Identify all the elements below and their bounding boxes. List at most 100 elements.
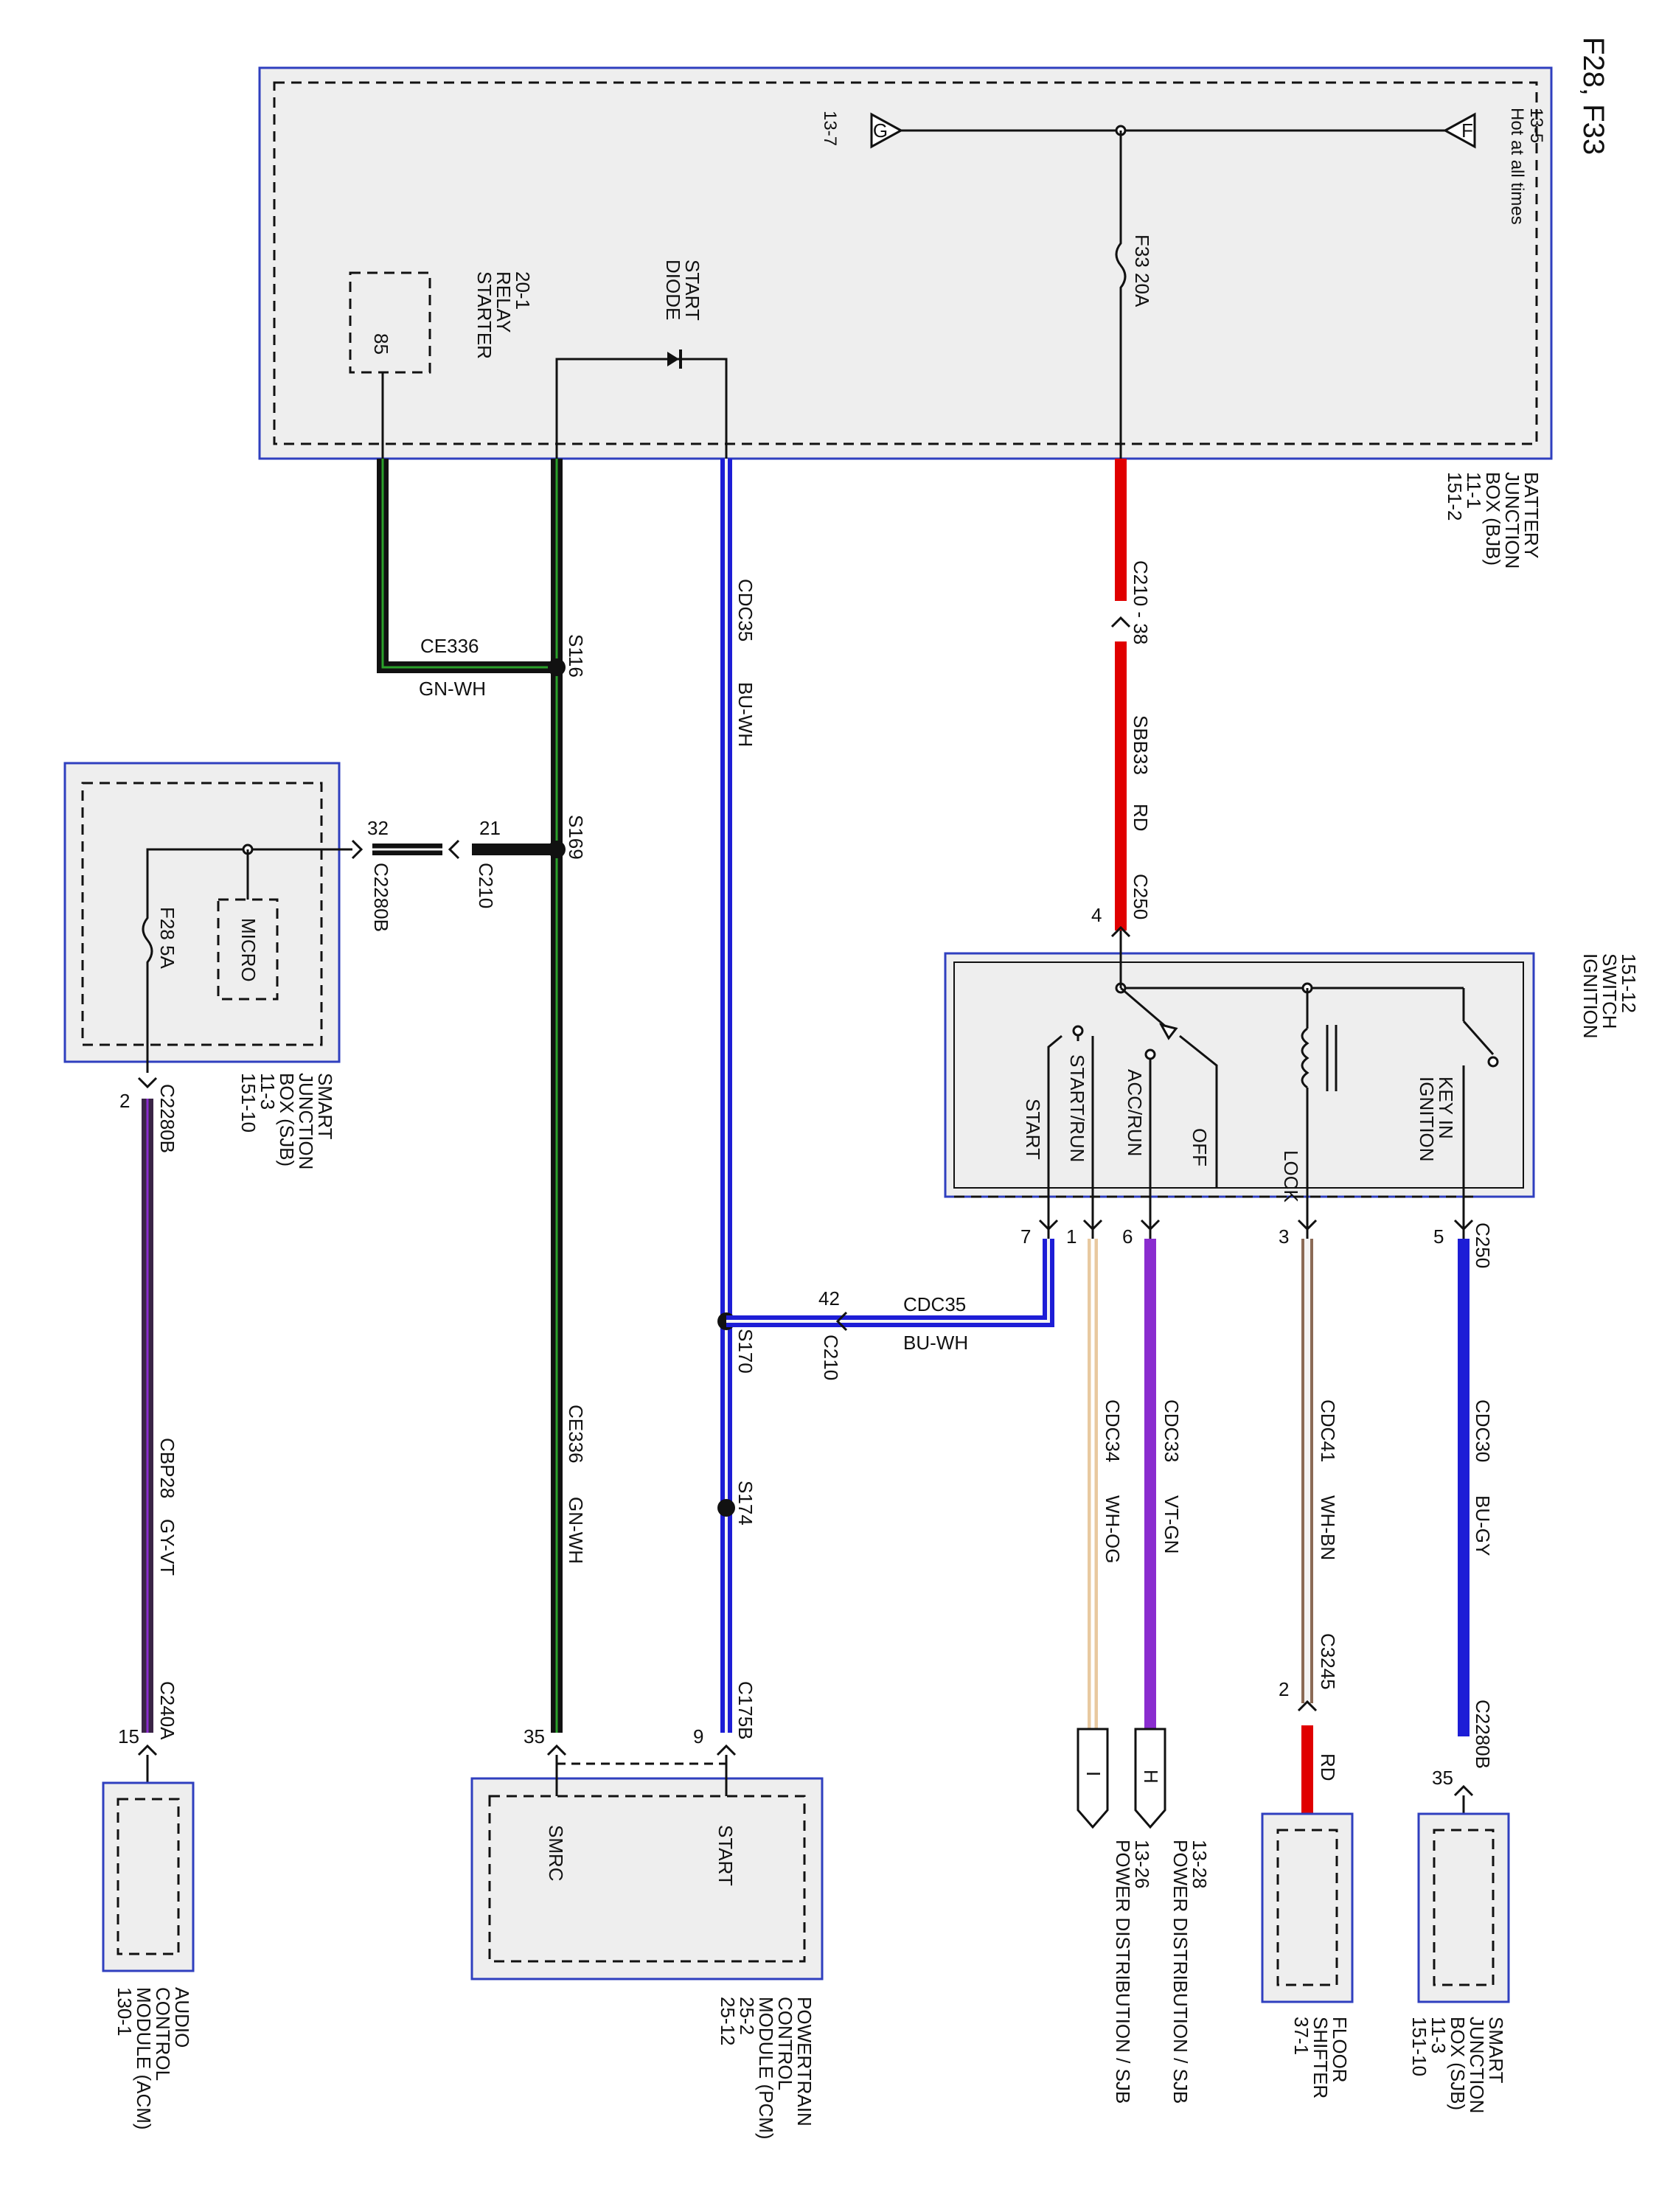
lock-solenoid-icon	[1301, 1027, 1310, 1089]
pd-i-label-1: POWER DISTRIBUTION / SJB	[1112, 1840, 1134, 2104]
connector-c210-38-icon	[1110, 616, 1131, 628]
ignition-switch-label-3: 151-12	[1618, 953, 1640, 1013]
svg-text:POWER DISTRIBUTION / SJB 1: POWER DISTRIBUTION / SJB 13-28	[1169, 1840, 1211, 2109]
sjb-left-label-1: SMART	[314, 1073, 336, 1140]
wire-sbb33-color: RD	[1130, 804, 1152, 832]
pin-2-c3245: 2	[1279, 1678, 1289, 1700]
sjb-left-label-4: 11-3	[257, 1073, 279, 1110]
pin-2-sjb: 2	[119, 1090, 130, 1112]
connector-c2280b-down-icon	[137, 1077, 158, 1089]
fuse-f33-icon	[1115, 131, 1127, 459]
ref-13-7: 13-7	[820, 111, 840, 146]
connector-c250-pin5: C250	[1472, 1222, 1494, 1268]
wire-cdc35-color: BU-WH	[734, 682, 757, 747]
start-diode-label-2: DIODE	[662, 260, 684, 320]
fuse-f33-label: F33 20A	[1131, 234, 1153, 307]
connector-c2280b-down: C2280B	[156, 1084, 178, 1153]
pd-i-label-2: 13-26	[1131, 1840, 1153, 1889]
svg-text:STARTER RELAY 20-1: STARTER RELAY 20-1	[473, 271, 534, 364]
acc-run-label: ACC/RUN	[1124, 1069, 1146, 1156]
start-diode-icon	[667, 352, 679, 366]
pcm-pin-start: START	[714, 1825, 737, 1886]
connector-c3245-icon	[1297, 1700, 1318, 1712]
connector-c210-42-icon	[835, 1311, 848, 1332]
splice-s174-icon	[717, 1499, 735, 1517]
pd-h-label-1: POWER DISTRIBUTION / SJB	[1169, 1840, 1192, 2104]
connector-c210-38: C210 - 38	[1130, 560, 1152, 644]
pin-15: 15	[118, 1725, 139, 1747]
floor-shifter-label-1: FLOOR	[1329, 2017, 1351, 2083]
pin-35-pcm: 35	[524, 1725, 545, 1747]
wire-cdc41-color: WH-BN	[1317, 1495, 1339, 1560]
svg-text:Hot at all times 13-5: Hot at all times 13-5	[1507, 108, 1546, 229]
battery-junction-box: BATTERY JUNCTION BOX (BJB) 11-1 151-2	[258, 66, 1553, 574]
powertrain-control-module: POWERTRAIN CONTROL MODULE (PCM) 25-2 25-…	[470, 1777, 824, 2145]
wire-sbb33-circuit: SBB33	[1130, 715, 1152, 775]
wire-cdc35-h-circuit: CDC35	[903, 1293, 966, 1315]
wire-cdc34-circuit: CDC34	[1102, 1399, 1124, 1462]
flag-g-letter: G	[873, 119, 888, 142]
bjb-label-5: 151-2	[1444, 472, 1466, 521]
connector-c250-top: C250	[1130, 874, 1152, 919]
pin-3-connector-icon	[1297, 1219, 1318, 1231]
starter-relay-box	[349, 271, 431, 374]
connector-c210-21: C210	[475, 863, 497, 908]
pin-1: 1	[1066, 1225, 1077, 1248]
bjb-label-4: 11-1	[1463, 472, 1485, 509]
sjb-bottom-label-1: SMART	[1485, 2017, 1507, 2084]
svg-text:SMART JUNCTION BOX: SMART JUNCTION BOX (SJB) 11-3 151-10	[1408, 2017, 1507, 2119]
pcm-label-1: POWERTRAIN	[793, 1997, 815, 2126]
pcm-label-3: MODULE (PCM)	[755, 1997, 777, 2140]
pcm-label-5: 25-12	[717, 1997, 739, 2046]
pin-21: 21	[479, 817, 501, 839]
svg-text:POWER DISTRIBUTION / SJB 1: POWER DISTRIBUTION / SJB 13-26	[1112, 1840, 1153, 2109]
start-diode-circuit	[555, 358, 728, 459]
connector-c2280b-left: C2280B	[370, 863, 392, 932]
wire-cbp28-color: GY-VT	[156, 1519, 178, 1576]
start-diode-label-1: START	[681, 260, 703, 321]
sjb-left-label-2: JUNCTION	[295, 1073, 317, 1169]
flag-g-icon	[870, 112, 904, 149]
pin-35-pcm-connector-icon	[546, 1744, 567, 1756]
wire-ce336-circuit: CE336	[565, 1405, 587, 1464]
wire-cdc33-circuit: CDC33	[1161, 1399, 1183, 1462]
pin-3: 3	[1279, 1225, 1289, 1248]
pin-6: 6	[1122, 1225, 1133, 1248]
pin-1-connector-icon	[1082, 1219, 1103, 1231]
wire-cbp28-circuit: CBP28	[156, 1438, 178, 1498]
acm-label-4: 130-1	[114, 1987, 136, 2037]
wire-cdc30-color: BU-GY	[1472, 1495, 1494, 1556]
smart-junction-box-bottom: SMART JUNCTION BOX (SJB) 11-3 151-10	[1408, 1812, 1510, 2119]
flag-h-letter: H	[1140, 1770, 1162, 1784]
page-title: F28, F33	[1577, 37, 1610, 155]
sjb-left-label-3: BOX (SJB)	[276, 1073, 298, 1166]
smart-junction-box-left: SMART JUNCTION BOX (SJB) 11-3 151-10	[63, 762, 341, 1169]
connector-c2280b-left-icon	[351, 839, 364, 860]
wire-cdc33-color: VT-GN	[1161, 1495, 1183, 1554]
connector-c250-icon	[1110, 925, 1131, 938]
pin-42: 42	[818, 1287, 840, 1310]
splice-s169: S169	[565, 815, 587, 860]
wire-rd-short-label: RD	[1317, 1753, 1339, 1781]
micro-label: MICRO	[237, 918, 260, 982]
bjb-label-2: JUNCTION	[1501, 472, 1523, 568]
connector-c240a: C240A	[156, 1681, 178, 1740]
flag-i-icon	[1077, 1728, 1109, 1829]
acm-label-3: MODULE (ACM)	[133, 1987, 155, 2130]
connector-c2280b-bottom: C2280B	[1472, 1700, 1494, 1769]
start-run-label: START/RUN	[1066, 1054, 1088, 1162]
connector-c175b-icon	[716, 1744, 737, 1756]
wire-cdc34-color: WH-OG	[1102, 1495, 1124, 1563]
sjb-bottom-label-5: 151-10	[1408, 2017, 1430, 2076]
pcm-label-2: CONTROL	[774, 1997, 796, 2090]
key-in-ignition-label-2: IGNITION	[1416, 1077, 1438, 1162]
flag-h-icon	[1134, 1728, 1166, 1829]
pcm-label-4: 25-2	[736, 1997, 758, 2035]
ignition-switch-label-1: IGNITION	[1579, 953, 1601, 1039]
audio-control-module: AUDIO CONTROL MODULE (ACM) 130-1	[102, 1781, 195, 2130]
svg-text:POWERTRAIN CONTROL: POWERTRAIN CONTROL MODULE (PCM) 25-2 25-…	[717, 1997, 815, 2145]
pcm-pin-smrc: SMRC	[545, 1825, 567, 1882]
wire-ce336-color: GN-WH	[565, 1497, 587, 1564]
svg-text:BATTERY JUNCTION B: BATTERY JUNCTION BOX (BJB) 11-1 151-2	[1444, 472, 1543, 574]
